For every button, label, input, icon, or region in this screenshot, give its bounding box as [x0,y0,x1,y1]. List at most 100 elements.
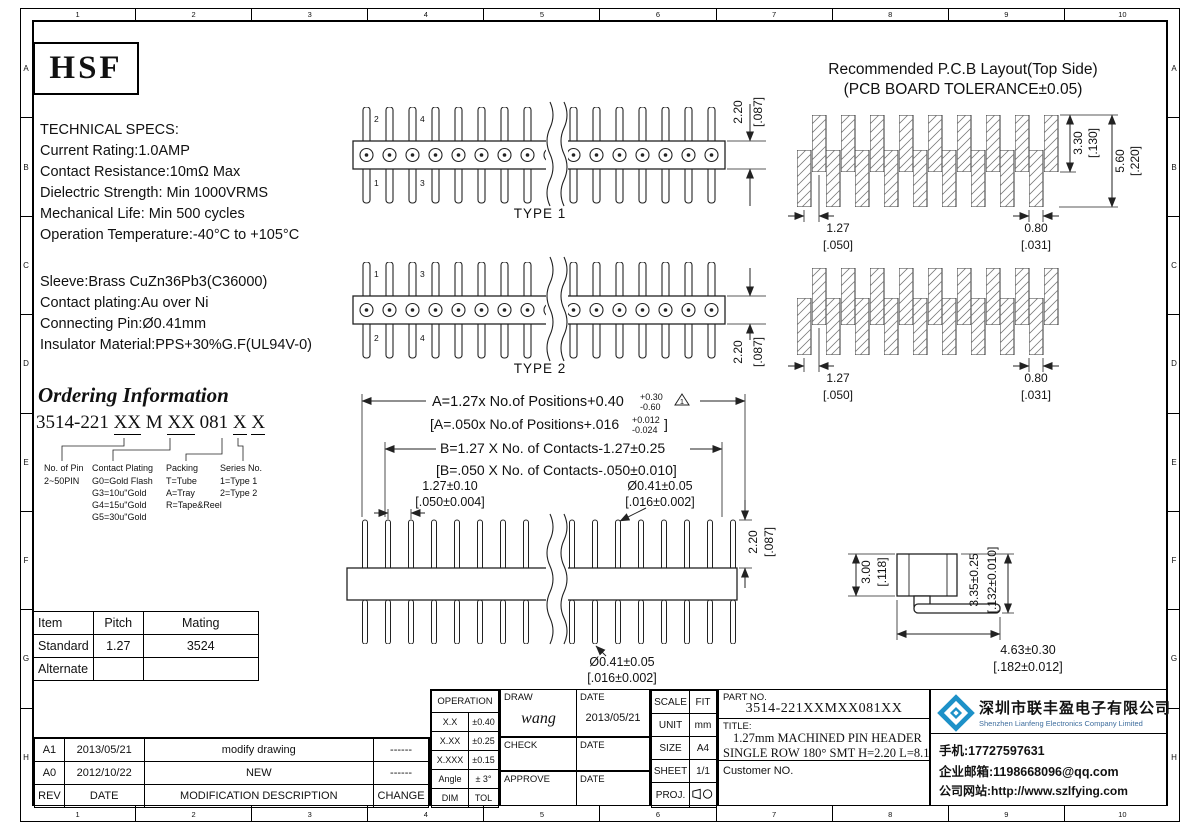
legend-option: T=Tube [166,476,197,486]
mating-cell-pitch: Pitch [92,611,144,635]
company-header: 深圳市联丰盈电子有限公司 Shenzhen Lianfeng Electroni… [931,690,1170,734]
rev-header: REV [34,784,65,808]
draw-label: DRAW [504,692,533,703]
ruler-number: 5 [484,806,601,822]
ruler-letter: C [20,217,32,316]
technical-specs-title: TECHNICAL SPECS: [40,122,179,138]
tolerance-dim: Angle [431,769,469,789]
date-label: DATE [580,740,605,751]
ruler-number: 6 [600,8,717,20]
draw-block: DRAW wang DATE 2013/05/21 [500,689,650,737]
info-label: SIZE [650,736,691,760]
tolerance-dim: X.XX [431,731,469,751]
legend-option: 2=Type 2 [220,488,258,498]
modification-header: MODIFICATION DESCRIPTION [143,784,375,808]
ruler-letter: G [1168,610,1180,709]
company-name-cn: 深圳市联丰盈电子有限公司 [979,700,1172,717]
tolerance-value: ±0.15 [468,750,499,770]
material-spec-line: Connecting Pin:Ø0.41mm [40,316,207,332]
customer-section: Customer NO. [719,761,929,779]
revision-header-row: REV DATE MODIFICATION DESCRIPTION CHANGE [34,784,429,808]
first-angle-projection-icon [689,782,717,808]
approve-date-cell: DATE [577,772,649,805]
info-value: A4 [689,736,717,760]
ruler-letter: D [20,315,32,414]
material-spec-line: Contact plating:Au over Ni [40,295,209,311]
code-seg: 081 [194,412,233,433]
ruler-letter: G [20,610,32,709]
tolerance-value: ±0.40 [468,712,499,732]
part-number: 3514-221XXMXX081XX [745,701,903,716]
code-seg: M [141,412,168,433]
technical-spec-line: Dielectric Strength: Min 1000VRMS [40,185,269,201]
ruler-number: 1 [20,8,137,20]
ruler-letter: B [1168,118,1180,217]
legend-option: G3=10u"Gold [92,488,147,498]
proj-label: PROJ. [650,782,691,808]
revision-description: modify drawing [143,738,375,762]
mating-cell-pitch: 1.27 [92,634,144,658]
ruler-number: 8 [833,8,949,20]
tolerance-table: OPERATION X.X ±0.40 X.XX ±0.25 X.XXX ±0.… [430,689,500,808]
info-value: FIT [689,690,717,714]
ruler-letter: A [1168,20,1180,119]
code-seg-packing: X [232,412,247,435]
mating-cell-item: Standard [33,634,94,658]
ruler-number: 8 [833,806,949,822]
ruler-number: 4 [368,8,485,20]
check-date-cell: DATE [577,738,649,770]
ruler-letter: H [1171,752,1177,762]
ruler-number: 2 [136,8,253,20]
ruler-letter: E [1168,414,1180,512]
tolerance-row: Angle ± 3° [431,769,499,789]
operation-header: OPERATION [431,690,499,713]
approve-cell: APPROVE [501,772,577,805]
change-header: CHANGE [373,784,429,808]
revision-row: A1 2013/05/21 modify drawing ------ [34,738,429,762]
legend-option: A=Tray [166,488,195,498]
material-spec-line: Insulator Material:PPS+30%G.F(UL94V-0) [40,337,312,353]
info-label: SHEET [650,759,691,783]
check-block: CHECK DATE [500,737,650,771]
mating-cell-mating: 3524 [142,634,259,658]
legend-title: Packing [166,463,199,473]
company-website: 公司网站:http://www.szlfying.com [939,784,1128,798]
title-section: TITLE: 1.27mm MACHINED PIN HEADER SINGLE… [719,718,930,761]
drawing-title-line2: SINGLE ROW 180° SMT H=2.20 L=8.1 [723,746,930,760]
material-spec-line: Sleeve:Brass CuZn36Pb3(C36000) [40,274,268,290]
ruler-number: 5 [484,8,601,20]
code-seg-pins: XX [113,412,142,435]
revision-date: 2012/10/22 [63,761,145,785]
part-block: PART NO. 3514-221XXMXX081XX TITLE: 1.27m… [718,689,930,806]
mating-cell-mating: Mating [142,611,259,635]
mating-table-row: Standard 1.27 3524 [33,634,259,658]
sheet-info-row: SIZE A4 [650,736,717,760]
hsf-logo-text: HSF [49,50,123,86]
tolerance-row: X.XXX ±0.15 [431,750,499,770]
technical-spec-line: Mechanical Life: Min 500 cycles [40,206,245,222]
code-seg: 3514-221 [36,412,114,433]
technical-spec-line: Current Rating:1.0AMP [40,143,190,159]
info-label: UNIT [650,713,691,737]
legend-option: G5=30u"Gold [92,512,147,522]
legend-no-of-pin: No. of Pin 2~50PIN [44,462,84,487]
ruler-letter: D [1168,315,1180,414]
revision-date: 2013/05/21 [63,738,145,762]
check-label: CHECK [504,740,538,751]
mating-cell-mating [142,657,259,681]
ruler-number: 10 [1118,809,1127,819]
tolerance-footer-row: DIM TOL [431,788,499,808]
date-label: DATE [580,774,605,785]
revision-row: A0 2012/10/22 NEW ------ [34,761,429,785]
mating-cell-item: Alternate [33,657,94,681]
draw-cell: DRAW wang [501,690,577,736]
mating-cell-item: Item [33,611,94,635]
tolerance-dim: X.X [431,712,469,732]
sheet-info-table: SCALE FIT UNIT mm SIZE A4 SHEET 1/1 PROJ… [650,689,718,808]
projection-row: PROJ. [650,782,717,808]
